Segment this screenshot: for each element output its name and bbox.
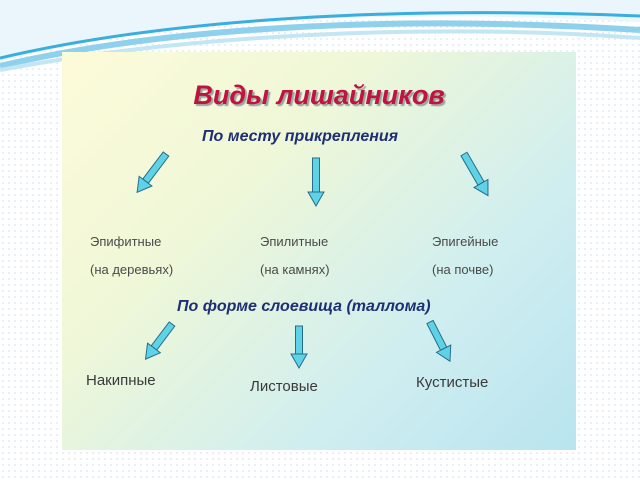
decorative-swoosh [0, 0, 640, 72]
arrow-left-2-icon [144, 321, 176, 360]
type-fruticose: Кустистые [416, 374, 489, 391]
type-foliose: Листовые [250, 378, 318, 395]
attachment-heading: По месту прикрепления [202, 128, 399, 145]
type-crustose: Накипные [86, 372, 156, 389]
arrow-center-2-icon [290, 325, 308, 370]
arrow-left-1-icon [136, 151, 170, 194]
thallus-heading: По форме слоевища (таллома) [177, 298, 431, 315]
type-epiphytic-note: (на деревьях) [90, 262, 174, 277]
arrows-layer [136, 151, 489, 370]
type-epilithic-note: (на камнях) [260, 262, 330, 277]
type-epigeic-note: (на почве) [432, 262, 494, 277]
type-epilithic: Эпилитные [260, 234, 329, 249]
slide: Виды лишайников По месту прикрепления Эп… [62, 52, 576, 450]
type-epigeic: Эпигейные [432, 234, 499, 249]
arrow-center-1-icon [307, 157, 325, 208]
arrow-right-2-icon [426, 319, 452, 363]
slide-title: Виды лишайников [193, 80, 445, 110]
type-epiphytic: Эпифитные [90, 234, 162, 249]
arrow-right-1-icon [460, 151, 489, 197]
